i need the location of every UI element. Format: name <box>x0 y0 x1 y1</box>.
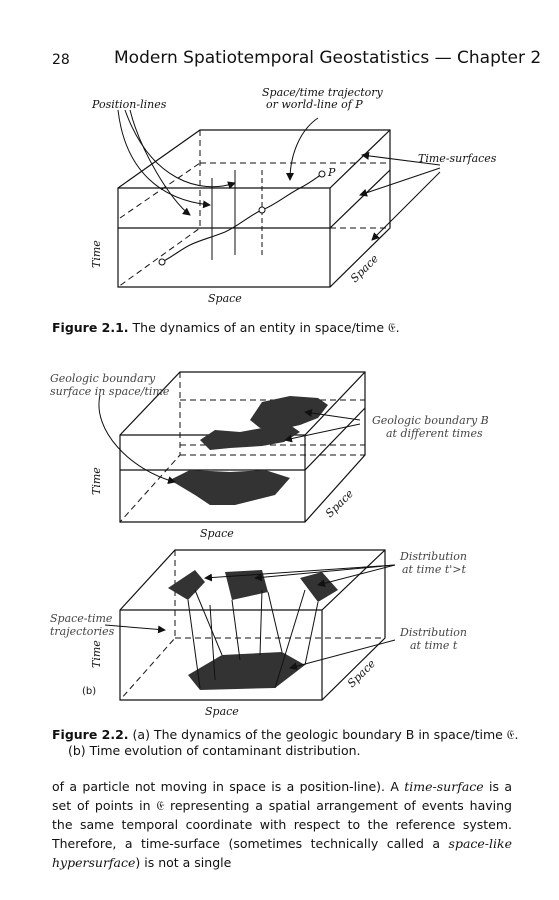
body-text-3: ) is not a single <box>135 855 232 870</box>
trajectory-point <box>258 206 266 214</box>
label-distribution-t-2: at time t <box>410 639 458 652</box>
label-space-side-a: Space <box>323 487 356 520</box>
space-time-box <box>117 129 391 288</box>
caption-label: Figure 2.2. <box>52 727 129 742</box>
body-paragraph: of a particle not moving in space is a p… <box>52 777 512 872</box>
label-distribution-later-1: Distribution <box>399 550 467 563</box>
label-distribution-later-2: at time t'>t <box>402 563 467 576</box>
label-arrows <box>117 109 441 241</box>
label-boundary-b-2: at different times <box>386 427 483 440</box>
label-boundary-b-1: Geologic boundary B <box>372 414 489 427</box>
figure-2-1: Position-lines Space/time trajectory or … <box>90 86 497 305</box>
label-time-axis: Time <box>90 240 103 268</box>
panel-a-label-arrows <box>98 394 361 485</box>
label-distribution-t-1: Distribution <box>399 626 467 639</box>
page-number: 28 <box>52 52 70 68</box>
figure-2-1-caption: Figure 2.1. The dynamics of an entity in… <box>52 320 522 336</box>
running-title: Modern Spatiotemporal Geostatistics — Ch… <box>114 48 542 68</box>
caption-line-2: (b) Time evolution of contaminant distri… <box>68 743 361 758</box>
body-text-1: of a particle not moving in space is a p… <box>52 779 405 794</box>
label-space-bottom-b: Space <box>205 705 239 718</box>
term-time-surface: time-surface <box>404 779 484 794</box>
figure-2-2-caption: Figure 2.2. (a) The dynamics of the geol… <box>52 727 522 759</box>
caption-label: Figure 2.1. <box>52 320 129 335</box>
distribution-t-shape <box>188 652 305 690</box>
trajectory-point <box>158 258 166 266</box>
panel-b-label-arrows <box>104 564 396 671</box>
boundary-shape-middle <box>200 425 300 450</box>
point-p-marker <box>318 170 326 178</box>
label-space-bottom: Space <box>208 292 242 305</box>
distribution-later-shape-1 <box>168 570 205 600</box>
space-time-trajectories <box>187 589 319 689</box>
position-lines <box>211 170 263 260</box>
label-time-axis-b: Time <box>90 640 103 668</box>
caption-text: The dynamics of an entity in space/time … <box>132 320 400 335</box>
label-trajectories-1: Space-time <box>50 612 113 625</box>
label-space-bottom-a: Space <box>200 527 234 540</box>
distribution-later-shape-3 <box>300 572 338 602</box>
label-trajectories-2: trajectories <box>50 625 115 638</box>
label-position-lines: Position-lines <box>91 98 167 111</box>
body-text-2: is a set of points in 𝔈 representing a s… <box>52 779 513 851</box>
term-space-like-hypersurface: space-like hypersurface <box>52 836 512 870</box>
running-header: 28 Modern Spatiotemporal Geostatistics —… <box>52 48 541 72</box>
boundary-shape-bottom <box>170 470 290 505</box>
label-point-p: P <box>327 166 336 179</box>
caption-line-1: (a) The dynamics of the geologic boundar… <box>132 727 519 742</box>
world-line-p <box>161 173 323 263</box>
label-trajectory-2: or world-line of P <box>266 98 363 111</box>
label-trajectory-1: Space/time trajectory <box>262 86 384 99</box>
hidden-edges <box>117 130 390 288</box>
boundary-shape-top <box>250 396 328 430</box>
figure-2-2: Geologic boundary surface in space/time … <box>50 371 489 718</box>
label-time-axis-a: Time <box>90 467 103 495</box>
label-boundary-surface-2: surface in space/time <box>50 385 170 398</box>
panel-b-tag: (b) <box>82 686 96 697</box>
label-space-side: Space <box>348 252 381 285</box>
label-boundary-surface-1: Geologic boundary <box>50 372 156 385</box>
label-time-surfaces: Time-surfaces <box>418 152 497 165</box>
panel-b-hidden-edges <box>119 550 385 701</box>
